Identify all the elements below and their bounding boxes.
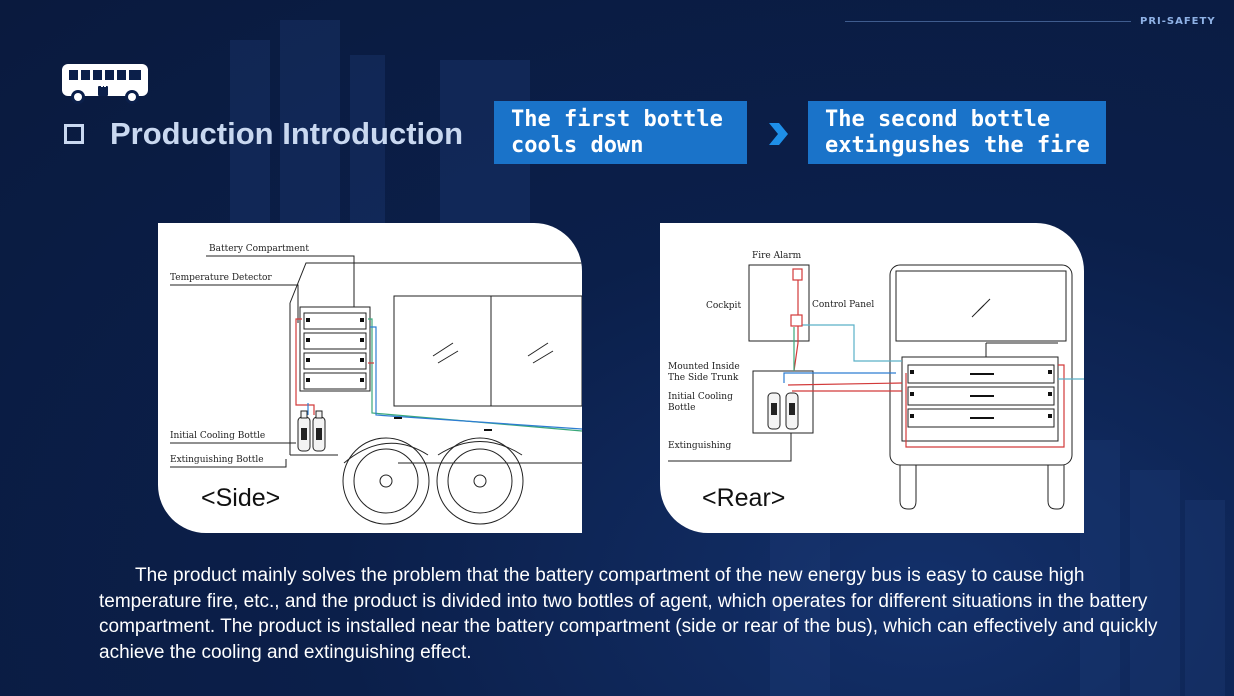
step-first-bottle: The first bottle cools down <box>494 101 747 164</box>
cockpit-label: Cockpit <box>706 301 742 311</box>
rear-view-label: <Rear> <box>702 484 786 512</box>
chevron-right-icon <box>769 123 788 145</box>
brand-logo: PRI-SAFETY <box>1140 16 1216 27</box>
header-rule <box>845 21 1131 22</box>
fire-alarm-label: Fire Alarm <box>752 251 802 261</box>
page-title: Production Introduction <box>110 116 464 151</box>
title-bullet <box>64 124 84 144</box>
extinguishing-label: Extinguishing <box>668 441 732 451</box>
control-panel-label: Control Panel <box>812 300 875 310</box>
temperature-detector-label: Temperature Detector <box>170 273 272 283</box>
extinguishing-bottle-label: Extinguishing Bottle <box>170 455 264 465</box>
side-view-diagram: Battery Compartment Temperature Detector… <box>158 223 582 533</box>
product-description: The product mainly solves the problem th… <box>99 565 1158 663</box>
battery-compartment-label: Battery Compartment <box>209 244 309 254</box>
bus-icon <box>62 64 148 104</box>
step-second-bottle: The second bottle extingushes the fire <box>808 101 1106 164</box>
mounted-inside-label: Mounted Inside The Side Trunk <box>668 362 740 383</box>
rear-view-diagram: Fire Alarm Cockpit Control Panel Mounted… <box>660 223 1084 533</box>
side-view-label: <Side> <box>201 484 281 512</box>
initial-cooling-bottle-label: Initial Cooling Bottle <box>170 431 266 441</box>
initial-cooling-label: Initial Cooling Bottle <box>668 392 733 413</box>
